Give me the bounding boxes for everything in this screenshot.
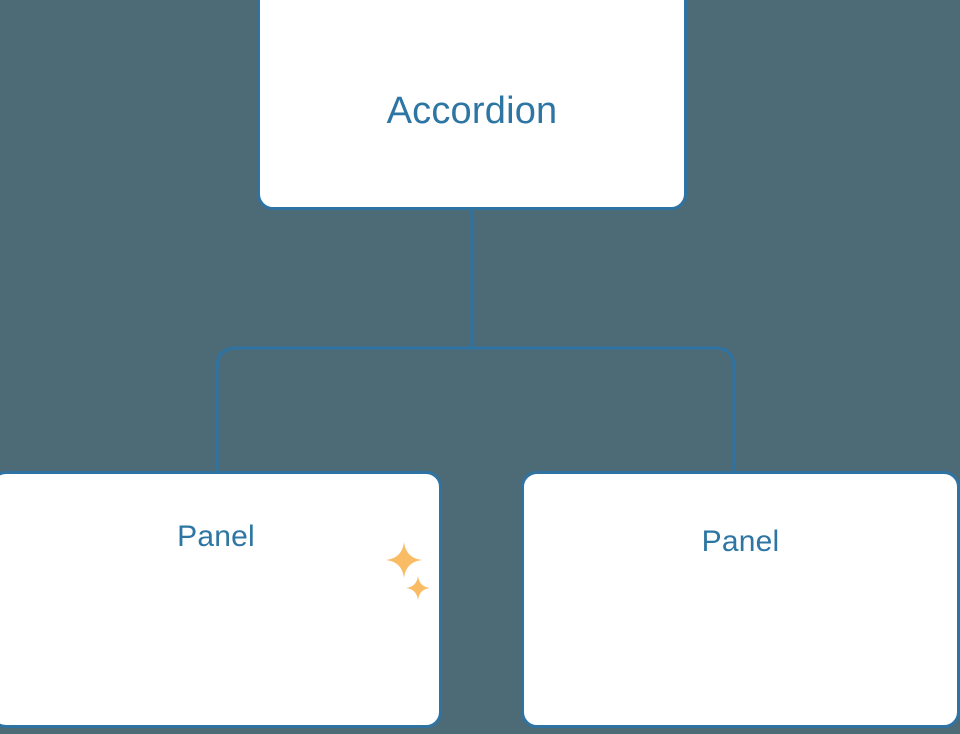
node-title-panel-right: Panel	[701, 525, 780, 558]
node-card-accordion[interactable]: Accordion	[257, 0, 687, 210]
node-card-panel-right[interactable]: Panel	[521, 471, 960, 728]
node-title-accordion: Accordion	[386, 90, 558, 132]
connector-branch-left	[215, 346, 472, 473]
connector-branch-right	[472, 346, 736, 473]
sparkle-small-icon	[406, 576, 430, 600]
sparkle-large-icon	[386, 542, 422, 578]
node-card-panel-left[interactable]: Panel	[0, 471, 442, 728]
node-title-panel-left: Panel	[177, 520, 255, 553]
